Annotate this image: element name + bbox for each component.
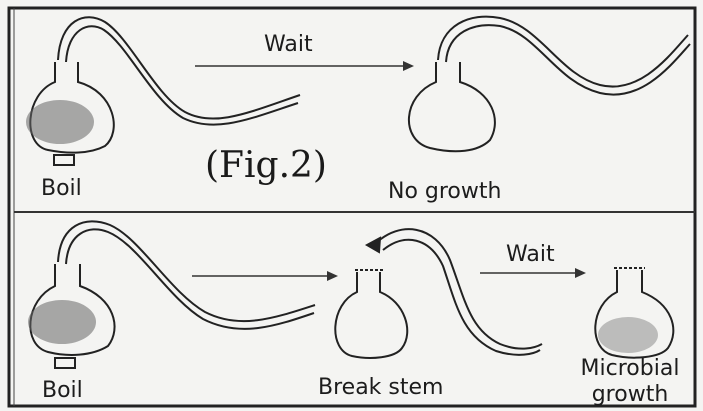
microbial-growth-broth	[598, 317, 658, 353]
figure-label: (Fig.2)	[205, 145, 327, 186]
no-growth-label: No growth	[388, 179, 502, 204]
diagram-border	[7, 6, 697, 408]
bottom-break-arrow	[192, 271, 338, 281]
detached-stem	[364, 228, 543, 356]
top-flask1-broth	[26, 100, 94, 144]
microbial-growth-label: Microbial growth	[570, 356, 690, 408]
top-boil-label: Boil	[41, 176, 82, 201]
top-wait-label: Wait	[264, 32, 313, 57]
microbial-growth-label-line1: Microbial	[580, 356, 680, 381]
break-stem-label: Break stem	[318, 375, 444, 400]
bottom-boil-label: Boil	[42, 378, 83, 403]
bottom-wait-label: Wait	[506, 242, 555, 267]
top-flask1-stand	[53, 154, 75, 166]
microbial-growth-label-line2: growth	[591, 382, 669, 407]
top-flask1-neck	[57, 16, 301, 120]
bottom-wait-arrow	[480, 268, 586, 278]
microbial-growth-flask	[594, 267, 675, 359]
bottom-boiling-flask	[29, 220, 316, 369]
top-wait-arrow	[195, 61, 414, 71]
broken-stem-flask	[334, 269, 409, 359]
top-result-flask	[407, 15, 691, 153]
bottom-flask1-broth	[28, 300, 96, 344]
